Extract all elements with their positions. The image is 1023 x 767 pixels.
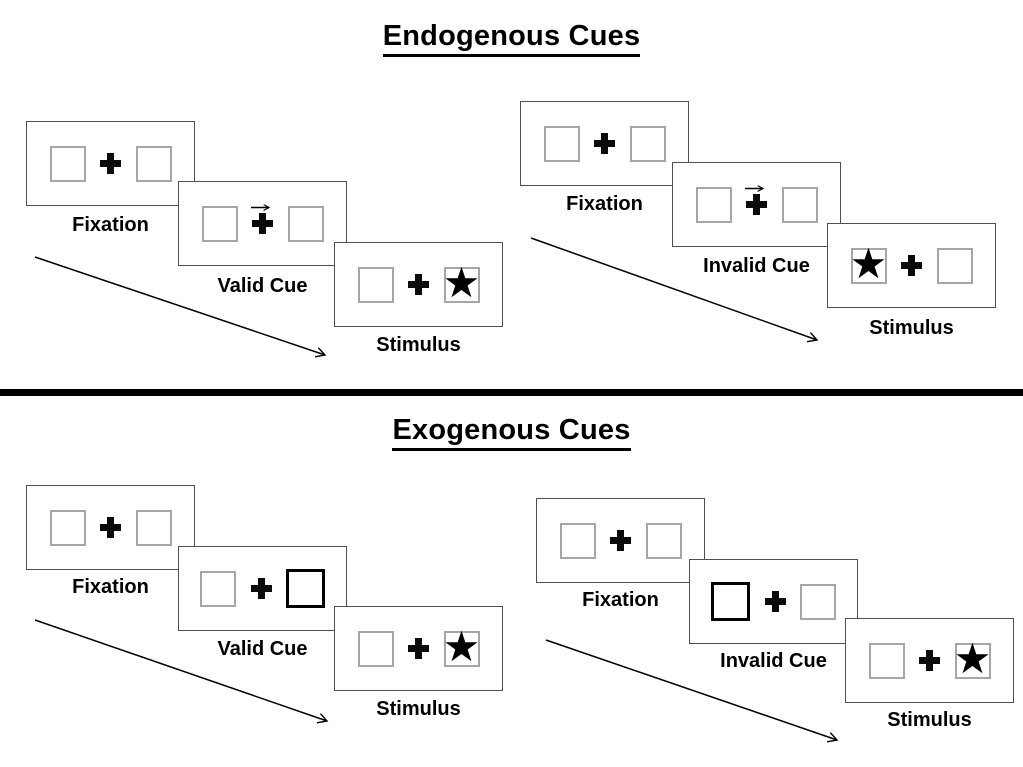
left-placeholder-box — [357, 630, 394, 667]
panel-label-fixation: Fixation — [72, 214, 149, 236]
fixation-cross-icon — [746, 194, 767, 215]
left-placeholder-box — [357, 266, 394, 303]
right-target-box: ★ — [954, 638, 992, 680]
fixation-cross-icon — [610, 530, 631, 551]
panel-label-valid-cue: Valid Cue — [217, 275, 308, 297]
fixation-cross-area — [744, 194, 768, 216]
fixation-cross-icon — [100, 517, 121, 538]
cue-highlight-box — [286, 569, 325, 608]
fixation-cross-icon — [594, 133, 615, 154]
panel-label-fixation: Fixation — [566, 193, 643, 215]
right-target-box: ★ — [443, 626, 481, 668]
fixation-cross-icon — [764, 591, 786, 612]
left-placeholder-box — [49, 145, 86, 182]
exogenous-section-title: Exogenous Cues — [0, 414, 1023, 451]
right-placeholder-box — [936, 247, 973, 284]
sequence-arrow — [545, 639, 856, 755]
fixation-cross-area — [100, 517, 122, 539]
left-placeholder-box — [868, 642, 905, 679]
fixation-cross-area — [610, 530, 632, 552]
panel-label-invalid-cue: Invalid Cue — [703, 255, 810, 277]
panel-label-stimulus: Stimulus — [376, 698, 461, 720]
panel-label-fixation: Fixation — [72, 576, 149, 598]
panel-label-stimulus: Stimulus — [869, 317, 954, 339]
left-placeholder-box — [695, 186, 732, 223]
fixation-cross-area — [408, 638, 430, 660]
fixation-cross-area — [764, 591, 786, 613]
right-placeholder-box — [135, 509, 172, 546]
star-icon: ★ — [442, 622, 481, 671]
exogenous-invalid-stimulus-panel: ★ — [845, 618, 1014, 703]
right-arrow-icon — [744, 184, 770, 193]
endogenous-section-title: Endogenous Cues — [0, 20, 1023, 57]
panel-label-valid-cue: Valid Cue — [217, 638, 308, 660]
panel-label-stimulus: Stimulus — [887, 709, 972, 731]
left-placeholder-box — [200, 570, 236, 607]
exogenous-valid-cue-panel — [178, 546, 347, 631]
fixation-cross-area — [250, 213, 274, 235]
fixation-cross-icon — [901, 255, 922, 276]
endogenous-valid-fixation-panel — [26, 121, 195, 206]
right-arrow-icon — [250, 203, 276, 212]
left-placeholder-box — [201, 205, 238, 242]
sequence-arrow — [34, 619, 345, 738]
fixation-cross-area — [901, 255, 923, 277]
left-placeholder-box — [543, 125, 580, 162]
right-placeholder-box — [645, 522, 682, 559]
fixation-cross-icon — [408, 274, 429, 295]
right-placeholder-box — [287, 205, 324, 242]
left-placeholder-box — [559, 522, 596, 559]
sequence-arrow — [530, 237, 841, 353]
fixation-cross-area — [594, 133, 616, 155]
right-placeholder-box — [781, 186, 818, 223]
section-divider — [0, 389, 1023, 396]
fixation-cross-area — [408, 274, 430, 296]
fixation-cross-area — [919, 650, 941, 672]
fixation-cross-area — [250, 578, 272, 600]
endogenous-invalid-fixation-panel — [520, 101, 689, 186]
fixation-cross-icon — [919, 650, 940, 671]
right-placeholder-box — [800, 583, 836, 620]
star-icon: ★ — [849, 239, 888, 288]
star-icon: ★ — [442, 258, 481, 307]
star-icon: ★ — [953, 634, 992, 683]
sequence-arrow — [34, 256, 345, 372]
exogenous-invalid-fixation-panel — [536, 498, 705, 583]
left-target-box: ★ — [850, 243, 888, 285]
right-placeholder-box — [629, 125, 666, 162]
exogenous-valid-stimulus-panel: ★ — [334, 606, 503, 691]
endogenous-valid-cue-panel — [178, 181, 347, 266]
left-placeholder-box — [49, 509, 86, 546]
fixation-cross-icon — [252, 213, 273, 234]
endogenous-invalid-cue-panel — [672, 162, 841, 247]
panel-label-stimulus: Stimulus — [376, 334, 461, 356]
fixation-cross-icon — [250, 578, 272, 599]
fixation-cross-icon — [408, 638, 429, 659]
fixation-cross-icon — [100, 153, 121, 174]
exogenous-invalid-cue-panel — [689, 559, 858, 644]
exogenous-valid-fixation-panel — [26, 485, 195, 570]
right-placeholder-box — [135, 145, 172, 182]
panel-label-invalid-cue: Invalid Cue — [720, 650, 827, 672]
panel-label-fixation: Fixation — [582, 589, 659, 611]
cue-highlight-box — [711, 582, 750, 621]
right-target-box: ★ — [443, 262, 481, 304]
endogenous-valid-stimulus-panel: ★ — [334, 242, 503, 327]
fixation-cross-area — [100, 153, 122, 175]
endogenous-invalid-stimulus-panel: ★ — [827, 223, 996, 308]
